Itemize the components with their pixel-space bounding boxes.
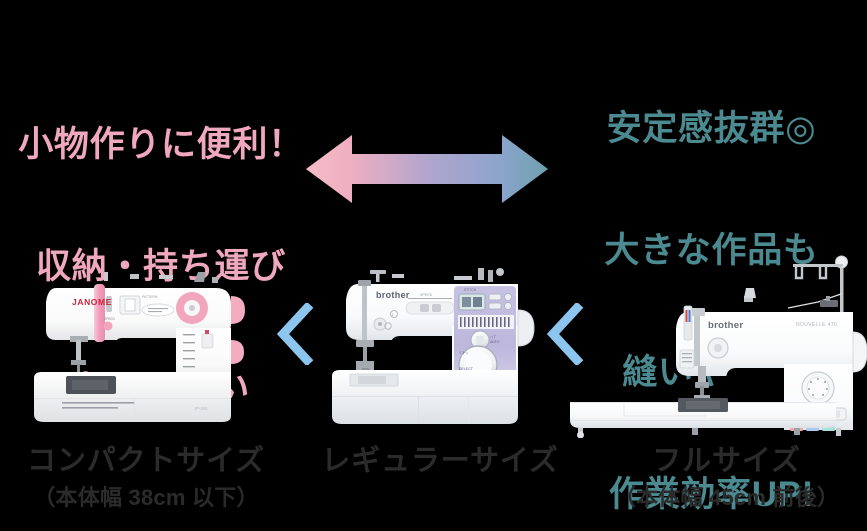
svg-text:brother: brother — [376, 290, 410, 300]
svg-text:ﾉｯﾌﾟ: ﾉｯﾌﾟ — [490, 334, 497, 339]
svg-text:ﾊﾟﾀｰﾝ: ﾊﾟﾀｰﾝ — [459, 350, 468, 355]
svg-text:PATTERN: PATTERN — [142, 295, 158, 299]
svg-text:JANOME: JANOME — [72, 297, 112, 307]
svg-text:AUTO: AUTO — [490, 340, 500, 344]
chevron-left-icon — [546, 303, 584, 365]
headline-right-line-4: 作業効率UP! — [608, 474, 815, 514]
svg-text:STITCH: STITCH — [464, 288, 477, 292]
svg-text:JP-360: JP-360 — [194, 406, 208, 411]
svg-text:NOUVELLE 470: NOUVELLE 470 — [796, 322, 837, 328]
caption-full-sub: （本体幅 45cm 前後） — [613, 484, 840, 510]
caption-full: フルサイズ （本体幅 45cm 前後） — [586, 445, 867, 510]
svg-text:1: 1 — [392, 312, 395, 317]
sewing-machine-regular-image: 1 brother SPEED STITCH — [332, 268, 535, 424]
caption-compact-sub: （本体幅 38cm 以下） — [33, 484, 259, 510]
sewing-machine-fullsize-image: brother NOUVELLE 470 SPEED — [570, 255, 867, 438]
caption-regular: レギュラーサイズ — [300, 445, 580, 486]
headline-left-line-2: 収納・持ち運び — [36, 246, 286, 286]
headline-left-line-1: 小物作りに便利！ — [18, 125, 304, 165]
caption-compact: コンパクトサイズ （本体幅 38cm 以下） — [0, 445, 292, 510]
svg-text:SPEED: SPEED — [420, 293, 433, 297]
chevron-left-icon — [276, 303, 314, 365]
svg-text:SELECT: SELECT — [459, 367, 474, 371]
headline-right-line-1: 安定感抜群◎ — [606, 109, 817, 149]
caption-regular-title: レギュラーサイズ — [321, 445, 559, 477]
headline-right-line-2: 大きな作品も — [604, 230, 819, 270]
caption-compact-title: コンパクトサイズ — [26, 445, 266, 477]
caption-full-title: フルサイズ — [652, 445, 801, 477]
double-headed-arrow-icon — [306, 135, 548, 203]
svg-text:SPEED: SPEED — [104, 317, 116, 321]
svg-text:brother: brother — [708, 320, 743, 331]
sewing-machine-compact-image: JANOME SPEED PATTERN J — [34, 272, 245, 422]
